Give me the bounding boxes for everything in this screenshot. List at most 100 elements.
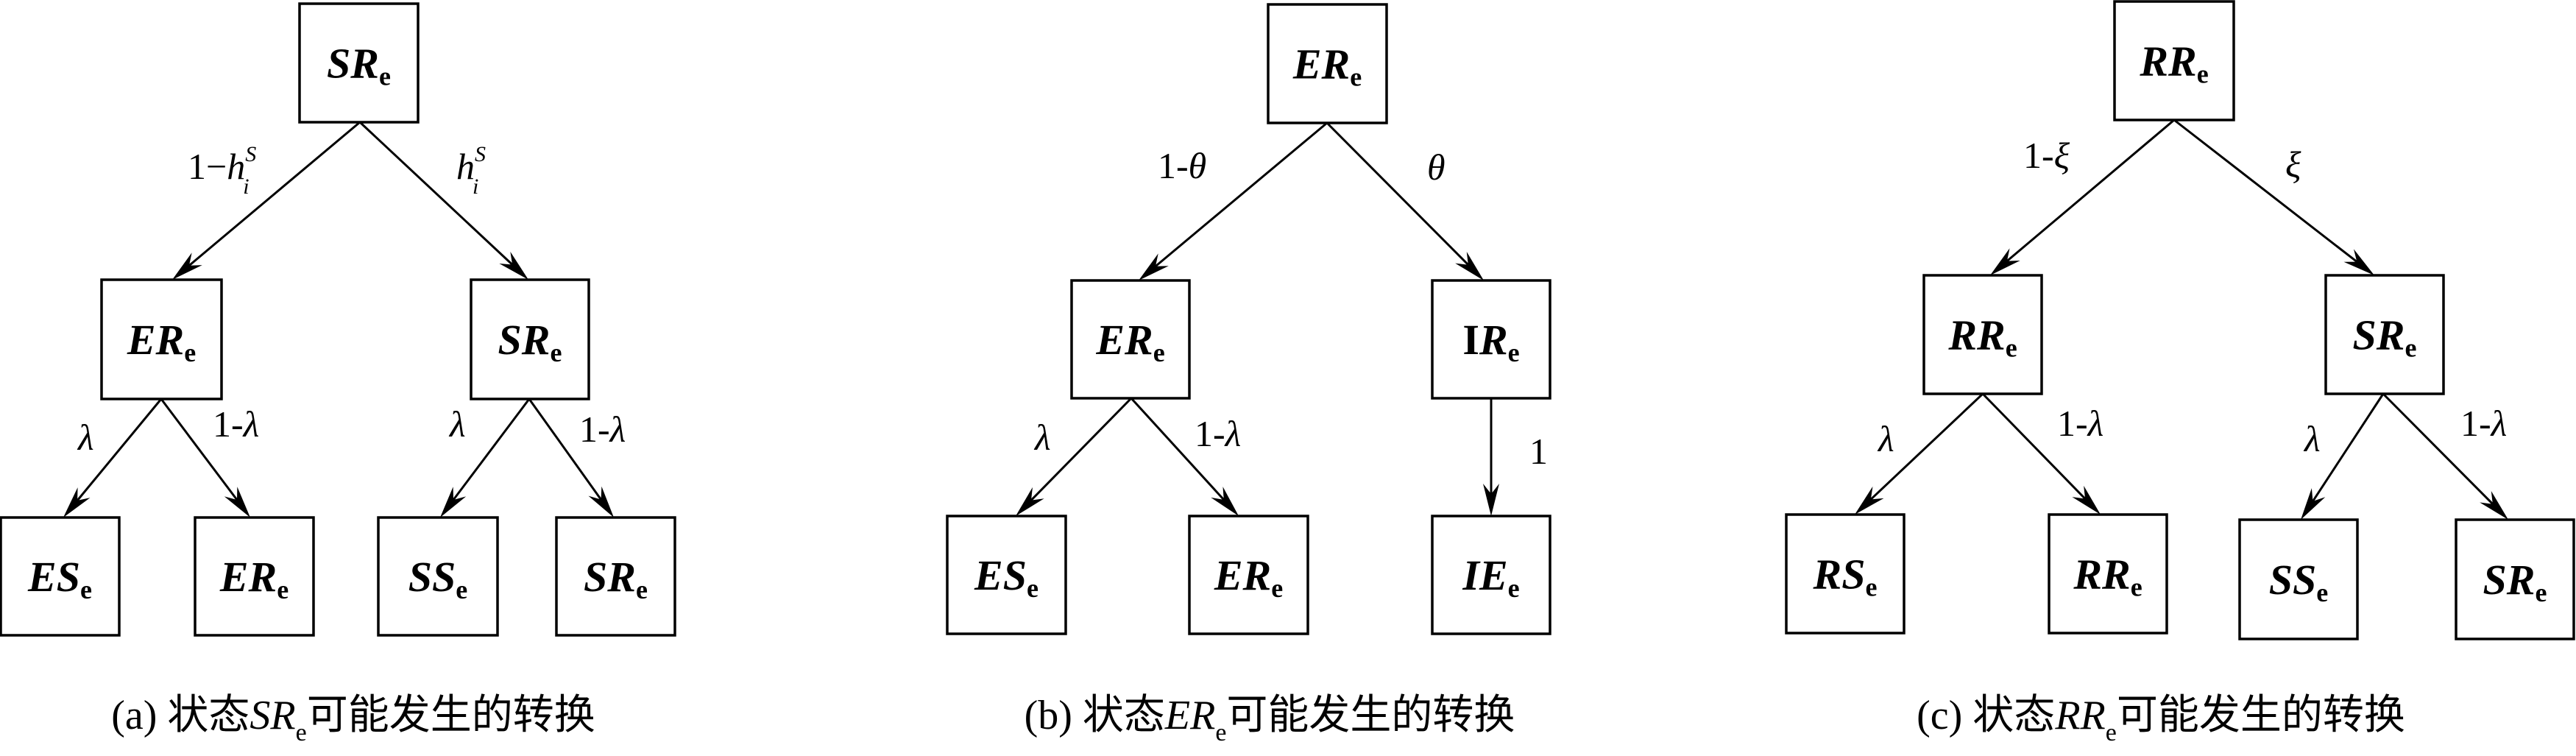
transition-probability-label: λ xyxy=(2303,418,2321,459)
transition-edge xyxy=(63,398,163,517)
state-node-subscript: e xyxy=(2006,333,2017,363)
caption-state-subscript: e xyxy=(1215,719,1226,746)
state-node-subscript: e xyxy=(636,575,648,604)
arrowhead-icon xyxy=(2480,491,2508,520)
state-node-box xyxy=(1785,513,1906,635)
transition-edge xyxy=(2382,392,2508,520)
caption-prefix: (a) 状态 xyxy=(111,693,250,738)
transition-arrow-line xyxy=(188,121,361,266)
label-prefix: 1- xyxy=(2057,403,2088,444)
arrowhead-icon xyxy=(588,486,614,517)
transition-probability-label: λ xyxy=(77,417,94,458)
transition-arrow-line xyxy=(1030,397,1133,501)
state-node-subscript: e xyxy=(456,575,467,604)
arrowhead-icon xyxy=(1990,248,2020,275)
transition-probability-label: λ xyxy=(448,403,466,445)
state-node-box xyxy=(2238,518,2359,640)
transition-probability-label: 1-λ xyxy=(213,403,259,445)
state-node-label: RRe xyxy=(2073,551,2142,602)
transition-arrow-line xyxy=(1326,121,1469,266)
label-variable: λ xyxy=(609,409,626,450)
caption-state: ER xyxy=(1164,693,1215,738)
state-node-subscript: e xyxy=(184,338,196,367)
transition-edge xyxy=(440,398,531,517)
state-node-main: I xyxy=(1462,316,1479,364)
state-node-main: RR xyxy=(2139,38,2196,85)
state-node: ERe xyxy=(1267,3,1388,124)
label-variable: λ xyxy=(1877,418,1894,459)
state-node-subscript: e xyxy=(1027,573,1038,603)
label-variable: θ xyxy=(1427,146,1446,188)
caption-suffix: 可能发生的转换 xyxy=(307,693,595,738)
state-node-box xyxy=(470,278,590,400)
transition-arrow-line xyxy=(1130,397,1225,501)
state-node-label: SSe xyxy=(408,553,468,604)
label-variable: λ xyxy=(448,403,466,445)
state-node-main: RR xyxy=(2073,551,2130,598)
state-node-subscript: e xyxy=(379,62,391,91)
transition-arrow-line xyxy=(452,398,531,501)
label-variable: ξ xyxy=(2285,144,2301,185)
transition-probability-label: 1-λ xyxy=(1195,413,1241,454)
state-node: ERe xyxy=(100,278,223,400)
state-node: SRe xyxy=(298,2,420,124)
state-node-subscript: e xyxy=(2535,578,2547,607)
label-prefix: 1− xyxy=(188,146,227,187)
transition-edge xyxy=(2173,119,2374,275)
state-node-main: SS xyxy=(408,553,456,601)
transition-edge xyxy=(1130,397,1239,516)
transition-arrow-line xyxy=(76,398,163,501)
state-node-label: IEe xyxy=(1462,551,1519,603)
label-subscript: i xyxy=(473,174,478,199)
state-node-label: RRe xyxy=(2139,38,2208,89)
transition-edge xyxy=(1016,397,1133,516)
state-node-main: RR xyxy=(1947,311,2005,359)
label-variable: λ xyxy=(2087,403,2104,444)
state-node-label: RRe xyxy=(1947,311,2017,363)
arrowhead-icon xyxy=(224,487,250,517)
state-node-main: SR xyxy=(327,40,379,88)
state-node-label: RSe xyxy=(1813,551,1878,602)
state-node-main: RS xyxy=(1813,551,1866,598)
label-variable: ξ xyxy=(2054,135,2070,176)
state-node: RRe xyxy=(2113,0,2235,121)
caption-state-subscript: e xyxy=(2106,719,2117,746)
transition-arrow-line xyxy=(1981,392,2087,500)
label-prefix: 1- xyxy=(1195,413,1225,454)
label-prefix: 1- xyxy=(579,409,610,450)
transition-probability-label: λ xyxy=(1877,418,1894,459)
state-node-main: ES xyxy=(27,553,80,601)
transition-edge xyxy=(2301,393,2385,520)
arrowhead-icon xyxy=(1855,486,1884,515)
transition-probability-label: 1-λ xyxy=(2057,403,2103,444)
state-node-subscript: e xyxy=(277,575,289,604)
transition-probability-label: 1-θ xyxy=(1158,145,1206,186)
state-node: ERe xyxy=(194,516,315,637)
transition-edge xyxy=(1981,392,2101,515)
transition-probability-label: λ xyxy=(1033,417,1051,458)
arrowhead-icon xyxy=(172,252,202,280)
state-node-subscript: e xyxy=(2131,573,2142,602)
arrowhead-icon xyxy=(1016,487,1044,516)
state-node-box xyxy=(0,516,121,637)
state-node-label: SSe xyxy=(2269,556,2329,607)
state-node-subscript: e xyxy=(80,575,92,604)
panel-caption: (b) 状态ERe可能发生的转换 xyxy=(1025,693,1515,746)
label-variable: λ xyxy=(1224,413,1242,454)
state-node-label: SRe xyxy=(327,40,391,91)
state-node-label: ERe xyxy=(1095,316,1164,367)
state-node-main: ER xyxy=(1292,40,1350,88)
transition-edge xyxy=(1855,392,1984,515)
state-node-subscript: e xyxy=(2405,333,2416,363)
arrowhead-icon xyxy=(1483,484,1499,516)
state-node-main: ER xyxy=(1214,551,1271,599)
transition-edge xyxy=(172,121,361,280)
state-node-label: SRe xyxy=(2353,311,2417,363)
transition-arrow-line xyxy=(2173,119,2358,263)
caption-prefix: (c) 状态 xyxy=(1917,693,2055,738)
transition-arrow-line xyxy=(2006,119,2175,262)
state-node-subscript: e xyxy=(1153,338,1165,367)
label-superscript: S xyxy=(245,142,256,166)
